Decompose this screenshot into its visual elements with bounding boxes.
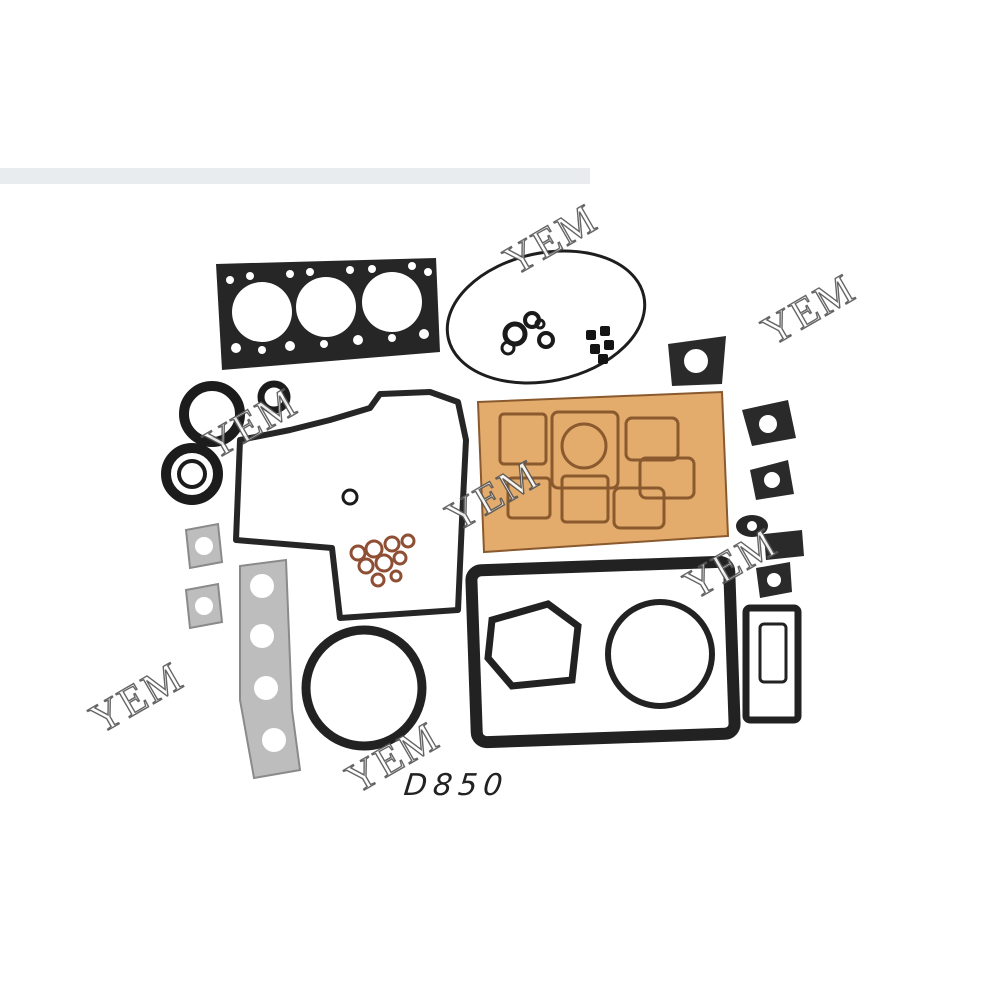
rectangular-cover-gasket <box>742 604 802 724</box>
copper-gasket-sheet <box>476 390 730 554</box>
timing-cover-gasket <box>233 389 469 621</box>
valve-stem-seals <box>586 326 614 364</box>
manifold-ports <box>195 537 286 752</box>
small-o-rings <box>500 311 555 356</box>
oil-pan-gasket <box>465 555 741 749</box>
inner-cover-cutout <box>758 622 788 684</box>
large-o-ring <box>445 249 647 385</box>
housing-gasket <box>301 625 427 751</box>
model-label: D850 <box>402 768 511 803</box>
pump-gasket <box>484 600 582 690</box>
background-band <box>0 168 590 184</box>
head-gasket <box>216 258 440 370</box>
round-flange-gasket <box>605 599 715 709</box>
oil-seals <box>161 380 291 505</box>
thermostat-gasket <box>668 336 726 386</box>
small-o-ring <box>341 488 359 506</box>
flange-gaskets <box>736 400 804 598</box>
copper-o-rings <box>349 533 416 588</box>
